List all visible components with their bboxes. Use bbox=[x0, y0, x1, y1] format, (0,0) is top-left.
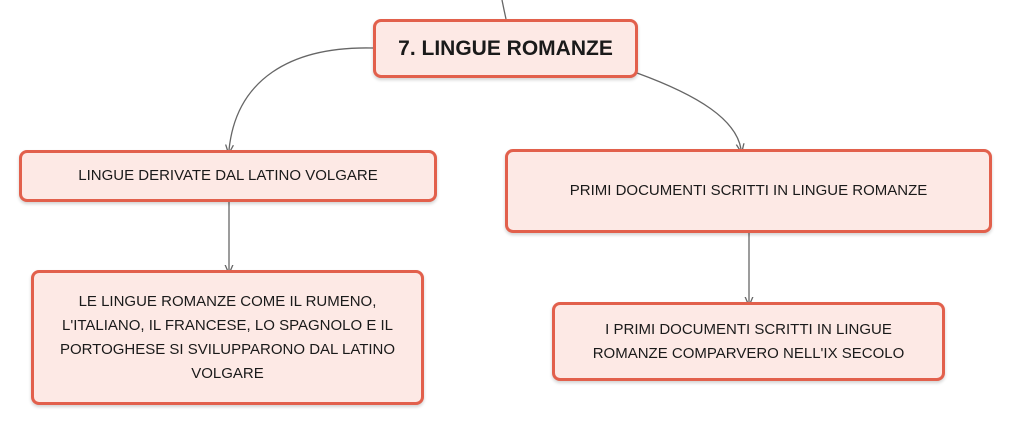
root-node[interactable]: 7. LINGUE ROMANZE bbox=[373, 19, 638, 78]
connector-root-to-branch-left bbox=[229, 47, 374, 150]
branch-node-primi-documenti[interactable]: PRIMI DOCUMENTI SCRITTI IN LINGUE ROMANZ… bbox=[505, 149, 992, 233]
connector-from-parent bbox=[501, 0, 507, 20]
branch-node-latino-volgare[interactable]: LINGUE DERIVATE DAL LATINO VOLGARE bbox=[19, 150, 437, 202]
child-node-lingue-romanze[interactable]: LE LINGUE ROMANZE COME IL RUMENO, L'ITAL… bbox=[31, 270, 424, 405]
connector-root-to-branch-right bbox=[636, 72, 741, 149]
child-node-ix-secolo[interactable]: I PRIMI DOCUMENTI SCRITTI IN LINGUE ROMA… bbox=[552, 302, 945, 381]
